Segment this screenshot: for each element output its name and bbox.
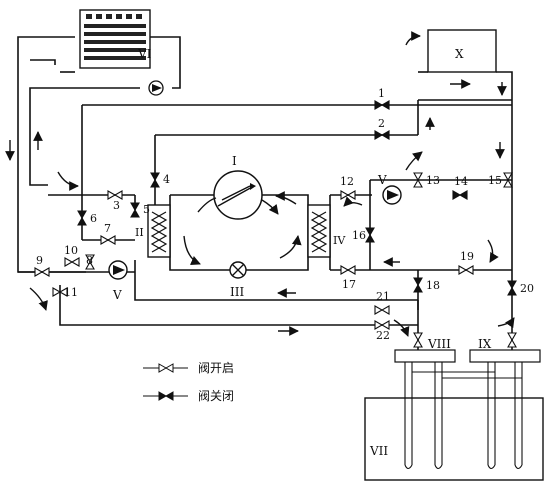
valve-8 [85,254,95,270]
label-manifold-left: VIII [427,337,451,351]
terminal-unit: X [427,29,497,73]
label-terminal: X [455,47,464,61]
valve-3 [107,190,123,200]
valve-17 [340,265,356,275]
valve-12 [340,190,356,200]
valve-label-4: 4 [163,173,170,186]
valve-label-15: 15 [488,174,502,187]
valve-21 [374,305,390,315]
valve-1 [374,100,390,110]
label-expansion-valve: III [230,285,244,299]
valve-5 [130,202,140,218]
legend-open: 阀开启 [198,361,234,375]
legend-closed: 阀关闭 [198,389,234,403]
valve-field-6 [507,332,517,348]
heat-exchanger-left: II [135,204,171,258]
valve-10 [64,257,80,267]
label-compressor: I [232,154,237,168]
valve-label-22: 22 [376,329,390,342]
valve-14 [452,190,468,200]
valve-label-21: 21 [376,290,390,303]
valve-label-14: 14 [454,175,468,188]
valve-18 [413,277,423,293]
heat-exchanger-right: IV [307,204,346,258]
valve-11 [52,287,68,297]
valve-7 [100,235,116,245]
label-pump-left: V [112,288,122,302]
valve-field-5 [413,332,423,348]
label-ground-field: VII [369,444,388,458]
valve-label-13: 13 [426,174,440,187]
ground-field: VIII IX VII [364,337,544,481]
label-manifold-right: IX [478,337,492,351]
expansion-valve: III [229,261,247,299]
valve-19 [458,265,474,275]
valve-15 [503,172,513,188]
valve-label-16: 16 [352,229,366,242]
valve-label-11: 11 [64,286,78,299]
valve-label-3: 3 [113,199,120,212]
label-hx-right: IV [333,234,346,247]
cooling-tower: VI [79,9,164,96]
valve-label-1: 1 [378,87,385,100]
valve-16 [365,227,375,243]
valve-4 [150,172,160,188]
label-pump-right: V [377,173,387,187]
valve-6 [77,210,87,226]
pump-right: V [377,173,402,205]
valve-13 [413,172,423,188]
compressor: I [213,154,263,220]
valve-label-12: 12 [340,175,354,188]
label-cooling-tower: VI [137,47,152,61]
valve-label-7: 7 [104,222,111,235]
valve-20 [507,280,517,296]
valve-label-9: 9 [36,254,43,267]
valve-label-2: 2 [378,117,385,130]
valve-22 [374,320,390,330]
valve-label-19: 19 [460,250,474,263]
valve-label-5: 5 [143,203,150,216]
flow-arrows [5,31,515,337]
legend: 阀开启 阀关闭 [143,361,234,403]
valve-label-17: 17 [342,278,356,291]
valve-2 [374,130,390,140]
valve-label-10: 10 [64,244,78,257]
pipes [17,36,513,350]
pump-left: V [108,260,128,302]
valve-label-20: 20 [520,282,534,295]
valve-label-8: 8 [86,254,93,267]
valve-9 [34,267,50,277]
label-hx-left: II [135,226,144,239]
valve-label-18: 18 [426,279,440,292]
valve-label-6: 6 [90,212,97,225]
